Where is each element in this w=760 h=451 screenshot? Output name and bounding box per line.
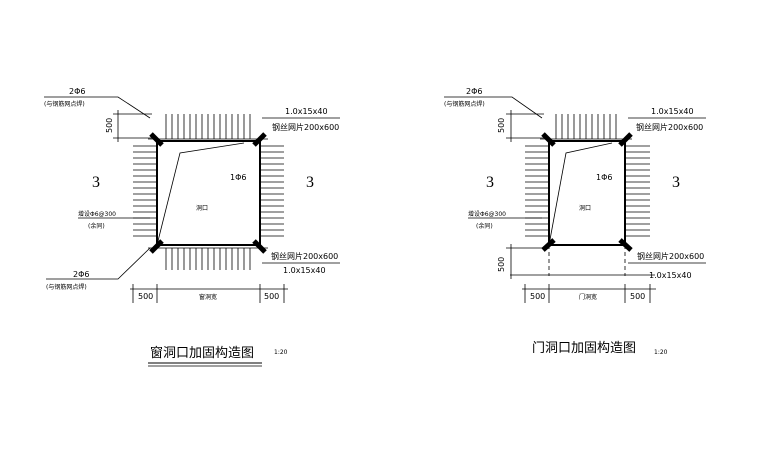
left-tie-label: 增设Φ6@300 bbox=[78, 210, 116, 218]
corner-plate-tl bbox=[149, 132, 164, 147]
drawing-scale: 1:20 bbox=[654, 349, 668, 356]
diagonal-rebar bbox=[548, 142, 613, 246]
zone-left: 3 bbox=[486, 174, 494, 191]
dim-right: 500 bbox=[630, 292, 645, 301]
dim-mid: 门洞宽 bbox=[579, 293, 597, 301]
right-mesh-hatch bbox=[625, 145, 650, 237]
mesh-label-top: 钢丝网片200x600 bbox=[272, 122, 339, 132]
mesh-label-bottom: 钢丝网片200x600 bbox=[637, 251, 704, 261]
callout-bottom-bar: 2Φ6 bbox=[73, 270, 89, 279]
zone-right: 3 bbox=[672, 174, 680, 191]
corner-plate-br bbox=[252, 239, 267, 254]
left-mesh-hatch bbox=[525, 145, 549, 237]
callout-top-bar: 2Φ6 bbox=[69, 87, 85, 96]
angle-label-top: 1.0x15x40 bbox=[285, 107, 328, 116]
dim-mid: 窗洞宽 bbox=[199, 293, 217, 301]
callout-top-note: (与钢筋网点焊) bbox=[444, 100, 485, 108]
opening-label: 洞口 bbox=[196, 204, 208, 212]
left-tie-note: (余同) bbox=[476, 222, 493, 230]
left-mesh-hatch bbox=[133, 145, 157, 237]
dim-500-vertical: 500 bbox=[105, 118, 114, 133]
opening-frame bbox=[156, 140, 261, 246]
callout-top-leader bbox=[44, 96, 151, 119]
drawing-title: 窗洞口加固构造图 bbox=[150, 345, 254, 361]
diagonal-rebar bbox=[156, 142, 245, 246]
dim-right: 500 bbox=[264, 292, 279, 301]
dim-500-vertical-bottom: 500 bbox=[497, 257, 506, 272]
corner-plate-tl bbox=[541, 132, 556, 147]
opening-frame bbox=[548, 140, 626, 246]
window-opening-drawing: 2Φ6 (与钢筋网点焊) 500 1.0x15x40 钢丝网片200x600 3… bbox=[44, 87, 340, 367]
rebar-1phi6-label: 1Φ6 bbox=[230, 173, 246, 182]
top-mesh-hatch bbox=[555, 114, 617, 139]
angle-label-bottom: 1.0x15x40 bbox=[649, 271, 692, 280]
drawing-scale: 1:20 bbox=[274, 349, 288, 356]
corner-plate-tr bbox=[252, 132, 267, 147]
bottom-mesh-hatch bbox=[165, 248, 251, 270]
angle-label-bottom: 1.0x15x40 bbox=[283, 266, 326, 275]
top-mesh-hatch bbox=[165, 114, 251, 139]
zone-left: 3 bbox=[92, 174, 100, 191]
rebar-1phi6-label: 1Φ6 bbox=[596, 173, 612, 182]
right-mesh-hatch bbox=[260, 145, 284, 237]
mesh-label-bottom: 钢丝网片200x600 bbox=[271, 251, 338, 261]
callout-top-bar: 2Φ6 bbox=[466, 87, 482, 96]
callout-top-note: (与钢筋网点焊) bbox=[44, 100, 85, 108]
left-tie-label: 增设Φ6@300 bbox=[468, 210, 506, 218]
zone-right: 3 bbox=[306, 174, 314, 191]
corner-plate-tr bbox=[618, 132, 633, 147]
left-tie-note: (余同) bbox=[88, 222, 105, 230]
door-opening-drawing: 2Φ6 (与钢筋网点焊) 500 1.0x15x40 钢丝网片200x600 3… bbox=[444, 87, 706, 356]
dim-500-vertical-top: 500 bbox=[497, 118, 506, 133]
drawing-title: 门洞口加固构造图 bbox=[532, 341, 636, 356]
callout-bottom-leader bbox=[46, 247, 151, 280]
corner-plate-bl bbox=[149, 239, 164, 254]
mesh-label-top: 钢丝网片200x600 bbox=[636, 122, 703, 132]
angle-label-top: 1.0x15x40 bbox=[651, 107, 694, 116]
corner-plate-br bbox=[618, 238, 633, 252]
dim-left: 500 bbox=[138, 292, 153, 301]
corner-plate-bl bbox=[541, 238, 556, 252]
callout-bottom-note: (与钢筋网点焊) bbox=[46, 283, 87, 291]
dim-left: 500 bbox=[530, 292, 545, 301]
callout-top-leader bbox=[444, 96, 543, 119]
opening-label: 洞口 bbox=[579, 204, 591, 212]
